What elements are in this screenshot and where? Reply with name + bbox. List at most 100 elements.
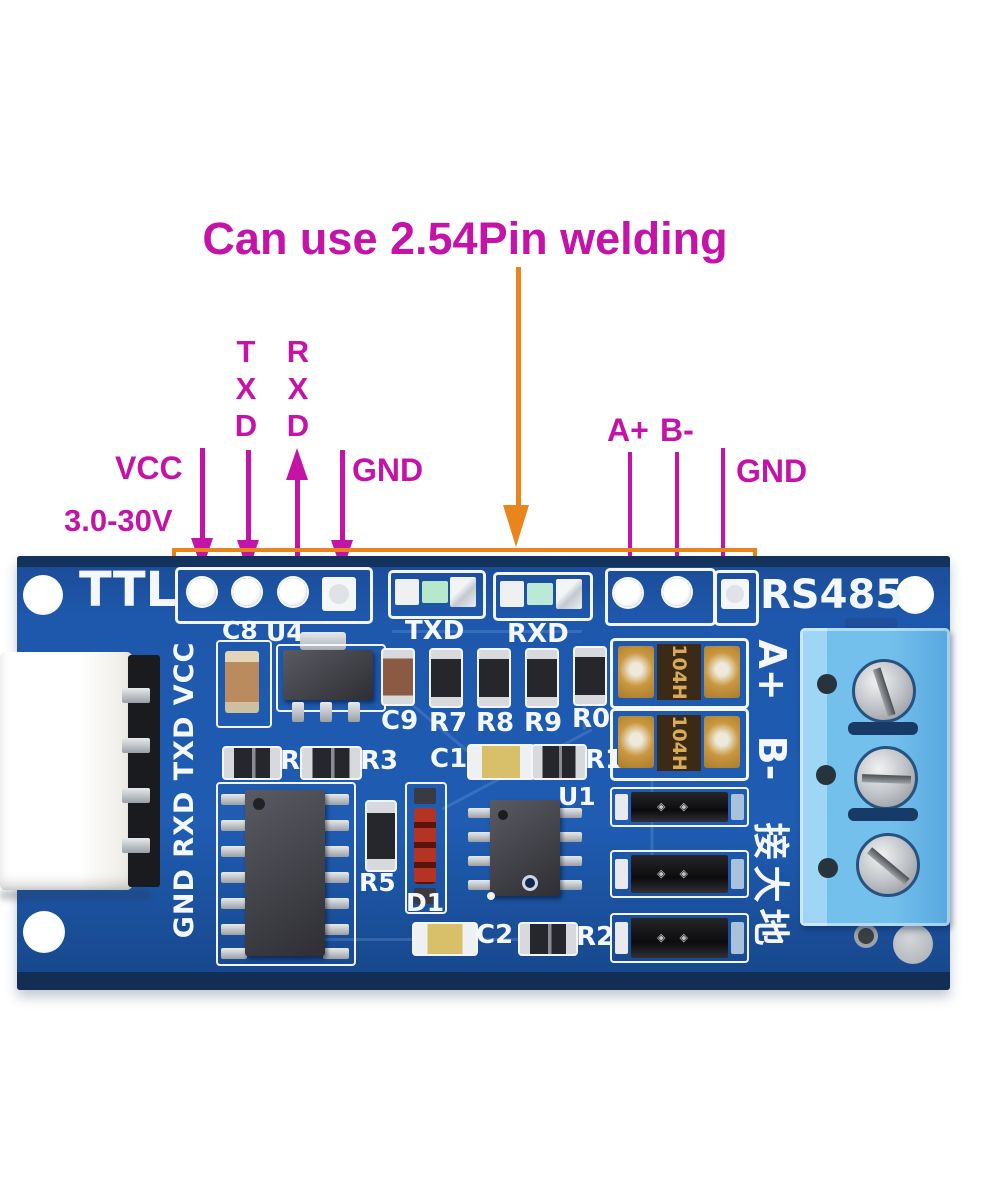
u1-pin <box>558 880 582 890</box>
pcb-board: TTL RS485 TXD RXD C8 U4 <box>0 556 950 990</box>
rxd-led-chip <box>527 583 553 605</box>
u4-leg <box>348 702 360 722</box>
u1-pin1-dot <box>498 810 508 820</box>
d1-pad <box>414 888 436 904</box>
label-gnd-left: GND <box>352 452 424 488</box>
b-minus-line <box>675 452 679 574</box>
title-arrow-line <box>516 267 521 509</box>
fuse-body: 104H <box>657 644 701 700</box>
c9-label: C9 <box>381 706 419 736</box>
txd-led-label: TXD <box>405 616 465 646</box>
jst-connector <box>0 652 162 892</box>
txd-led <box>388 570 486 619</box>
r1-resistor <box>531 744 587 780</box>
jst-connector-shadow <box>0 890 150 900</box>
u1-pin <box>558 856 582 866</box>
d1-label: D1 <box>406 888 445 917</box>
via <box>487 892 495 900</box>
r0-resistor <box>573 646 607 706</box>
terminal-block <box>800 628 950 926</box>
rxd-led-pad <box>556 579 582 609</box>
ttl-label: TTL <box>79 562 177 618</box>
r8-label: R8 <box>476 708 515 738</box>
r3-resistor <box>300 746 362 780</box>
r5-resistor <box>365 800 397 872</box>
rs485-label: RS485 <box>760 572 904 618</box>
jst-pin <box>122 738 150 753</box>
jst-connector-housing <box>0 652 132 890</box>
mounting-pad-bottom-right <box>893 924 933 964</box>
label-a-plus: A+ <box>607 412 649 448</box>
txd-arrow-line <box>246 450 251 542</box>
fuse-pad <box>704 716 740 768</box>
c2-label: C2 <box>476 920 514 950</box>
d1-diode-outline <box>405 782 447 914</box>
pcb-bottom-edge <box>17 972 950 990</box>
title: Can use 2.54Pin welding <box>202 213 728 264</box>
ptc-fuse-2: 104H <box>610 708 749 781</box>
u1-pin <box>468 832 492 842</box>
rxd-led-pad <box>500 581 524 607</box>
r2-label: R2 <box>576 922 615 952</box>
u1-label: U1 <box>558 782 596 811</box>
label-voltage-range: 3.0-30V <box>64 503 173 538</box>
u2-pin <box>221 846 247 857</box>
mounting-hole-bottom-left <box>23 911 65 953</box>
tvs-diode-2: ◈◈ <box>610 850 749 898</box>
title-arrow-head <box>503 505 529 547</box>
jst-pin <box>122 688 150 703</box>
r7-resistor <box>429 648 463 708</box>
diode-body: ◈◈ <box>631 855 728 893</box>
terminal-wire-hole <box>817 674 837 694</box>
terminal-divider <box>848 722 918 735</box>
r4-label: R <box>280 746 301 776</box>
u2-pin <box>323 898 349 909</box>
c1-label: C1 <box>430 744 468 774</box>
u4-leg <box>292 702 304 722</box>
via-bottom-right <box>858 928 874 944</box>
b-minus-silk: B- <box>750 735 794 781</box>
label-gnd-right: GND <box>736 453 808 489</box>
rxd-led-label: RXD <box>507 619 569 649</box>
u1-pin <box>468 808 492 818</box>
u2-ic-outline <box>216 782 356 966</box>
diode-body: ◈◈ <box>631 918 728 958</box>
gnd-arrow-line <box>340 450 345 542</box>
terminal-divider <box>848 808 918 821</box>
pcb-top-edge <box>17 556 950 567</box>
u2-pin <box>221 948 247 959</box>
r4-resistor <box>222 746 282 780</box>
r9-label: R9 <box>524 708 563 738</box>
label-vcc: VCC <box>115 450 183 486</box>
r9-resistor <box>525 648 559 708</box>
rxd-arrow-line <box>295 478 300 574</box>
label-rxd-vertical: R X D <box>286 334 310 443</box>
u2-pin <box>221 872 247 883</box>
u2-pin <box>323 948 349 959</box>
d1-diode-body <box>414 808 436 884</box>
u4-label: U4 <box>266 618 304 647</box>
diode-body: ◈◈ <box>631 791 728 823</box>
u1-pin <box>468 856 492 866</box>
u2-pin <box>323 872 349 883</box>
r8-resistor <box>477 648 511 708</box>
uart-header-silk: GND RXD TXD VCC <box>168 641 200 939</box>
terminal-screw-a <box>852 659 916 723</box>
mounting-hole-top-left <box>23 575 63 615</box>
r0-label: R0 <box>572 704 611 734</box>
u1-pin <box>558 832 582 842</box>
ttl-pin-gnd-hole <box>329 584 349 604</box>
ttl-header-outline <box>175 567 373 624</box>
fuse-pad <box>704 646 740 698</box>
c8-capacitor-outline <box>216 640 272 728</box>
terminal-screw-gnd <box>856 833 920 897</box>
r3-label: R3 <box>360 746 399 776</box>
rxd-led <box>493 572 593 621</box>
rxd-arrow-head <box>286 448 308 480</box>
u2-pin <box>323 846 349 857</box>
terminal-wire-hole <box>816 765 836 785</box>
txd-led-pad <box>395 579 419 605</box>
diode-pad <box>731 921 744 955</box>
ttl-pin-rxd <box>279 578 307 606</box>
